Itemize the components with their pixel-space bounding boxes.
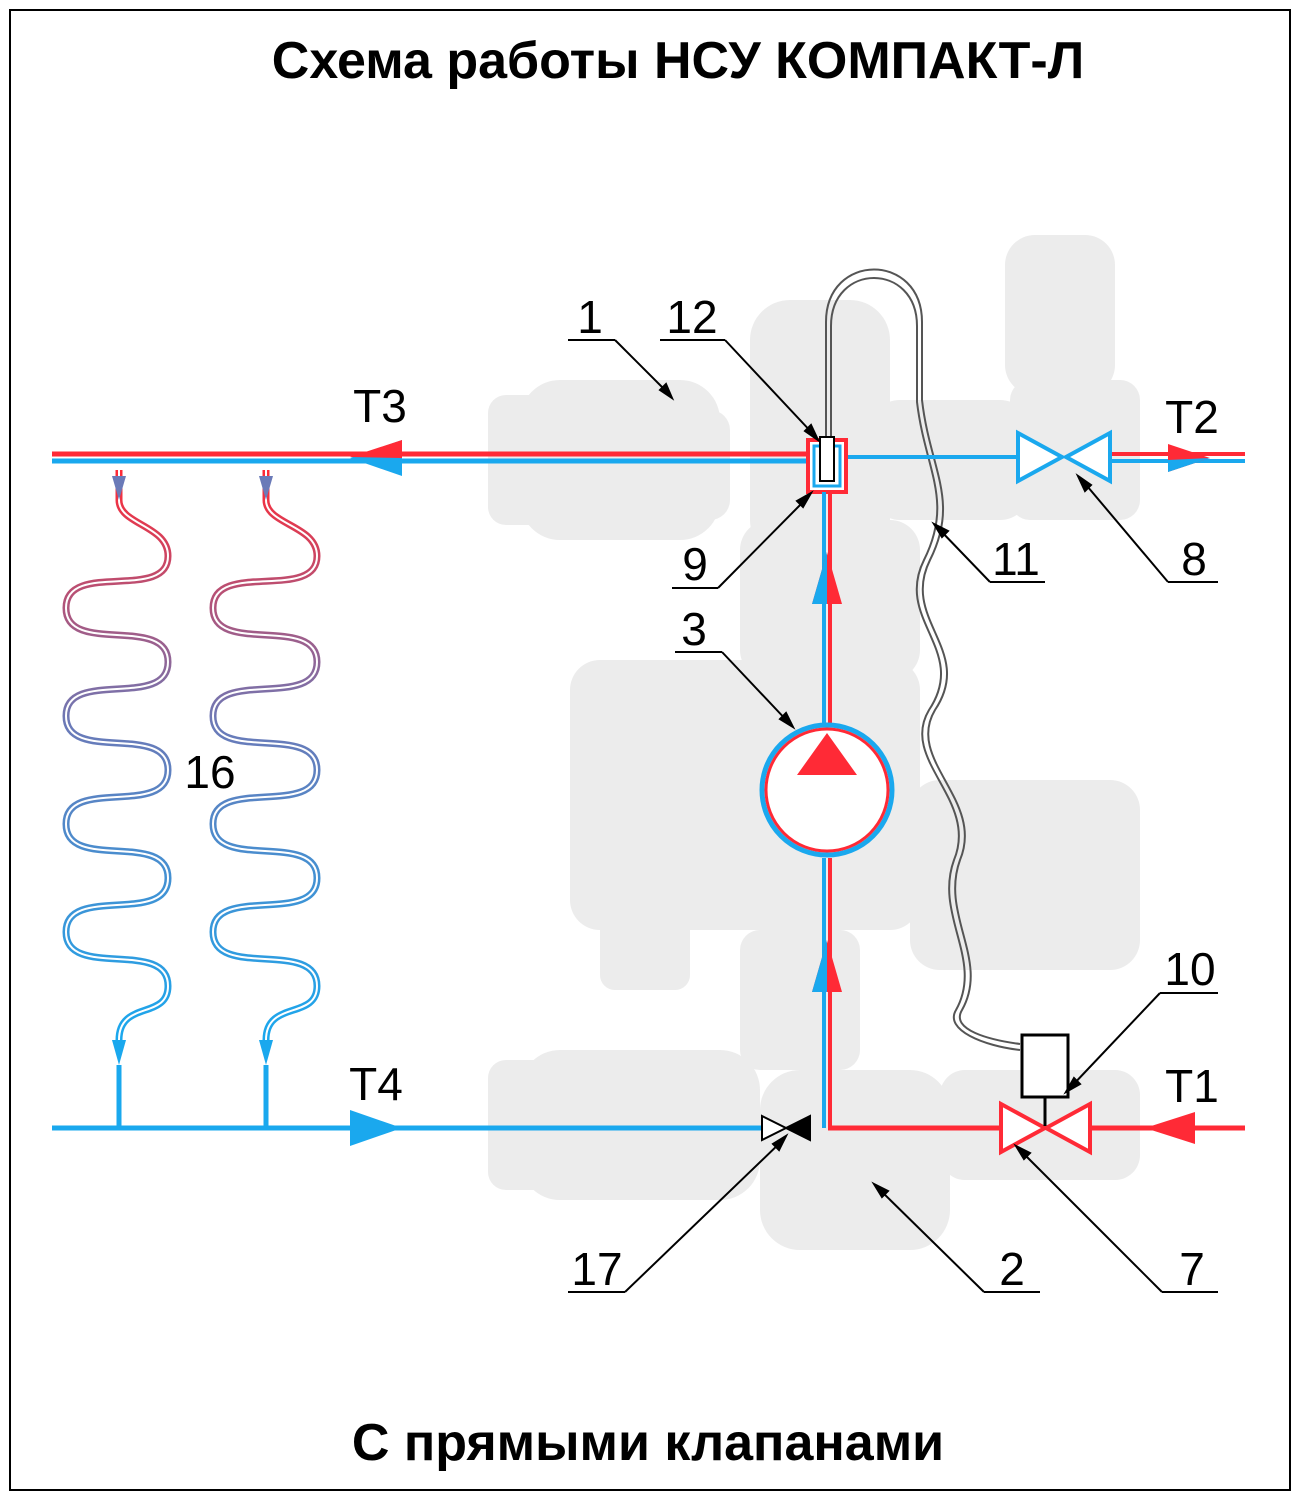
- diagram-subtitle: С прямыми клапанами: [352, 1414, 944, 1472]
- port-label-t3: Т3: [353, 380, 407, 432]
- port-label-t2: Т2: [1165, 391, 1219, 443]
- heating-loop-left: [62, 470, 172, 1065]
- thermostatic-valve-7: [999, 1033, 1092, 1156]
- heating-loops-16: [62, 470, 321, 1065]
- callout-11: 11: [992, 533, 1040, 585]
- port-label-t4: Т4: [349, 1058, 403, 1110]
- riser-line: [812, 492, 842, 1128]
- loop-left-arrow-out: [112, 1040, 126, 1065]
- port-label-t1: Т1: [1165, 1060, 1219, 1112]
- loop-left-arrow-in: [112, 476, 126, 500]
- callout-2: 2: [999, 1243, 1025, 1295]
- thermal-head-10: [1020, 1033, 1070, 1099]
- callout-1: 1: [577, 291, 603, 343]
- t1-arrow: [1145, 1112, 1195, 1144]
- check-valve-17: [761, 1114, 811, 1142]
- t3-line: [52, 440, 808, 476]
- temperature-sensor-9: [806, 436, 848, 494]
- callout-16: 16: [184, 746, 235, 798]
- unit-silhouette: [488, 235, 1140, 1250]
- loop-right-arrow-in: [259, 476, 273, 500]
- t4-line: [52, 1065, 762, 1146]
- callout-10: 10: [1164, 943, 1215, 995]
- callout-7: 7: [1179, 1243, 1205, 1295]
- loop-right-arrow-out: [259, 1040, 273, 1065]
- callout-9: 9: [682, 538, 708, 590]
- t1-line: [828, 1112, 1245, 1144]
- heating-loop-right: [209, 470, 321, 1065]
- leader-lines: [568, 339, 1218, 1293]
- t2-line: [846, 444, 1245, 472]
- t4-arrow: [350, 1110, 402, 1146]
- circulation-pump-3: [759, 722, 895, 858]
- pump-arrow: [797, 733, 857, 775]
- callout-8: 8: [1181, 533, 1207, 585]
- diagram-frame: [9, 9, 1291, 1491]
- balancing-valve-8: [1016, 429, 1112, 485]
- callout-12: 12: [666, 291, 717, 343]
- callout-17: 17: [571, 1243, 622, 1295]
- capillary-tube: [825, 268, 1021, 1045]
- diagram-title: Схема работы НСУ КОМПАКТ-Л: [272, 32, 1084, 90]
- callout-3: 3: [681, 603, 707, 655]
